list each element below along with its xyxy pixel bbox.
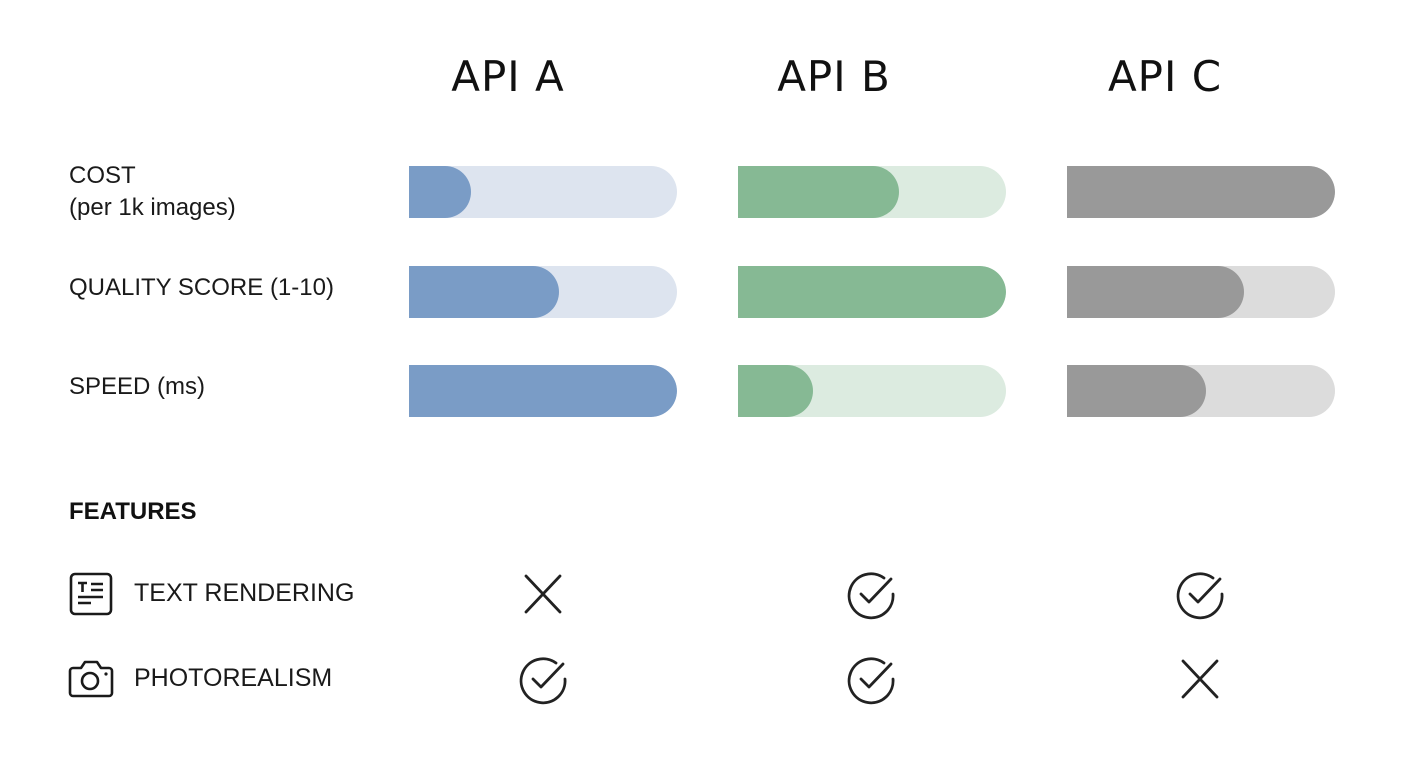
metric-label-cost: COST (per 1k images): [69, 160, 236, 224]
text-document-icon: [69, 572, 113, 616]
feature-label-text-rendering: TEXT RENDERING: [134, 579, 355, 607]
api-b-speed-bar-track: [738, 365, 1006, 417]
api-c-quality-bar-track: [1067, 266, 1335, 318]
cross-icon-api-c-photorealism: [1181, 659, 1219, 699]
metric-label-cost-line2: (per 1k images): [69, 194, 236, 221]
api-c-header: API C: [1107, 52, 1223, 101]
api-b-cost-bar-track: [738, 166, 1006, 218]
api-c-speed-bar-fill: [1067, 365, 1207, 417]
api-c-quality-bar-fill: [1067, 266, 1244, 318]
check-circle-icon-api-a-photorealism: [519, 657, 567, 705]
check-circle-icon-api-b-photorealism: [847, 657, 895, 705]
api-b-header: API B: [777, 52, 891, 101]
metric-label-quality: QUALITY SCORE (1-10): [69, 274, 334, 301]
api-a-speed-bar-fill: [409, 365, 677, 417]
api-a-cost-bar-track: [409, 166, 677, 218]
metric-label-cost-line1: COST: [69, 162, 136, 189]
metric-label-speed: SPEED (ms): [69, 373, 206, 400]
check-circle-icon-api-b-text-rendering: [847, 572, 895, 620]
api-a-header: API A: [451, 52, 565, 101]
cross-icon-api-a-text-rendering: [524, 574, 562, 614]
api-b-quality-bar-track: [738, 266, 1006, 318]
check-circle-icon-api-c-text-rendering: [1176, 572, 1224, 620]
camera-icon: [68, 660, 114, 698]
api-c-cost-bar-track: [1067, 166, 1335, 218]
api-b-quality-bar-fill: [738, 266, 1006, 318]
api-a-quality-bar-fill: [409, 266, 560, 318]
features-title: FEATURES: [69, 498, 197, 525]
api-c-speed-bar-track: [1067, 365, 1335, 417]
api-b-cost-bar-fill: [738, 166, 899, 218]
api-c-cost-bar-fill: [1067, 166, 1335, 218]
api-a-quality-bar-track: [409, 266, 677, 318]
feature-label-photorealism: PHOTOREALISM: [134, 664, 333, 692]
api-a-cost-bar-fill: [409, 166, 471, 218]
api-a-speed-bar-track: [409, 365, 677, 417]
api-b-speed-bar-fill: [738, 365, 814, 417]
